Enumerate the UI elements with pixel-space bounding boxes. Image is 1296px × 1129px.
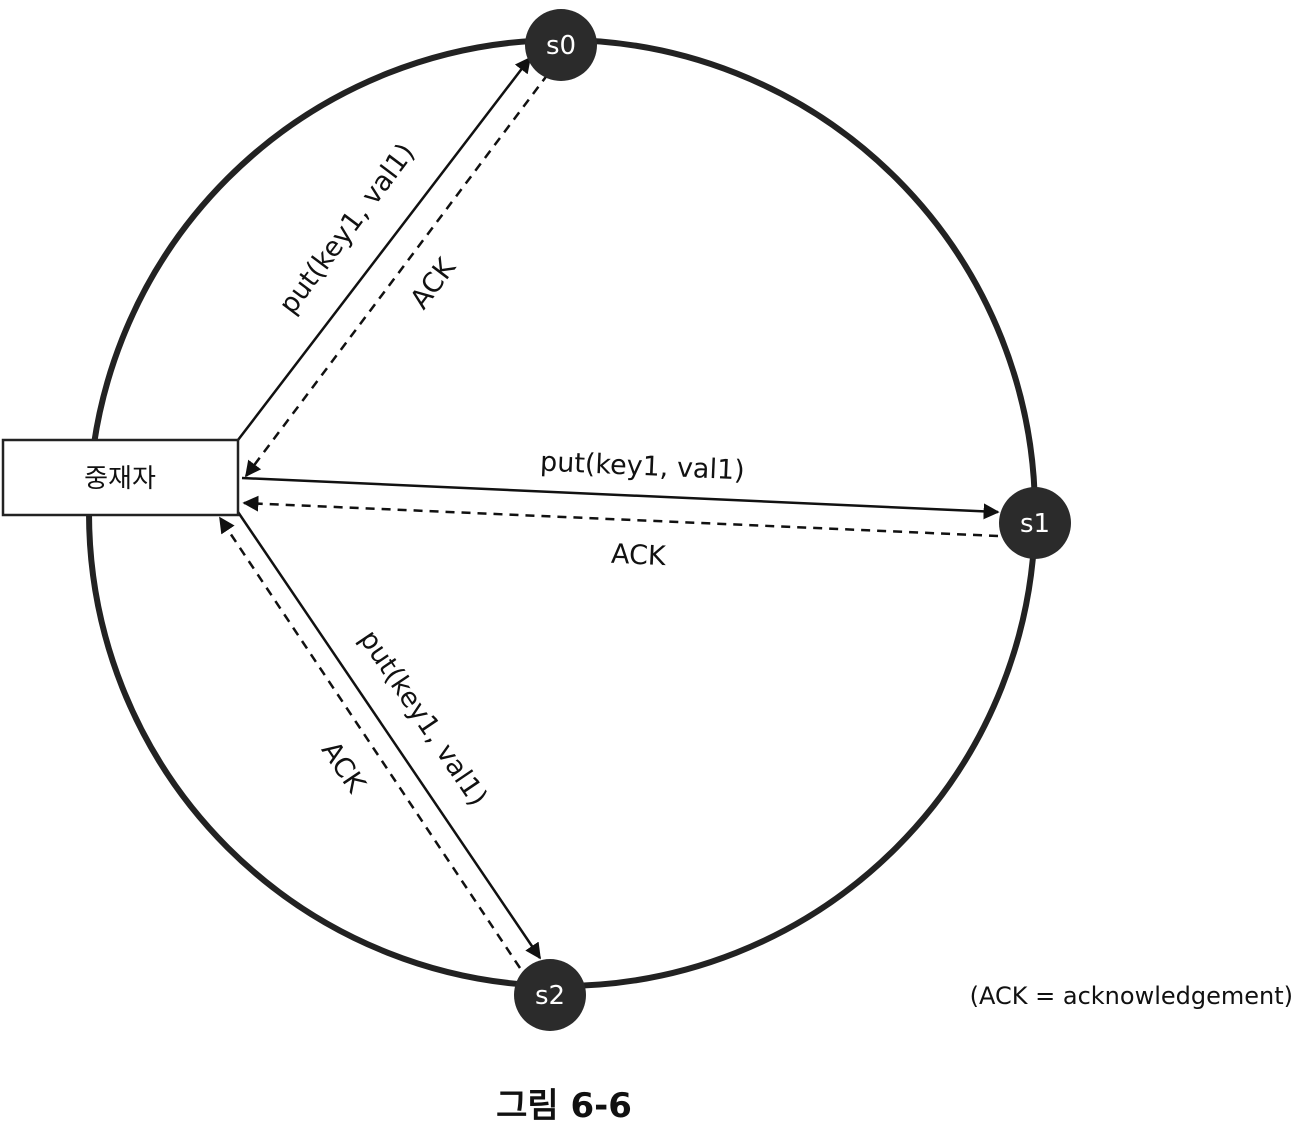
arrow-ack-from-s0 (245, 73, 549, 478)
node-s2-label: s2 (535, 981, 565, 1011)
node-s1: s1 (999, 487, 1071, 559)
node-s1-circle (999, 487, 1071, 559)
coordinator-label: 중재자 (84, 464, 156, 494)
node-s0: s0 (525, 9, 597, 81)
node-s2: s2 (514, 959, 586, 1031)
figure-caption: 그림 6-6 (496, 1086, 632, 1126)
node-s2-circle (514, 959, 586, 1031)
arrow-ack-from-s2 (218, 516, 522, 969)
arrow-put-to-s1 (241, 476, 1000, 520)
arrow-ack-from-s1 (242, 495, 999, 538)
node-s0-circle (525, 9, 597, 81)
coordinator-box (1, 438, 240, 517)
label-put-s1: put(key1, val1) (539, 447, 745, 487)
node-s0-label: s0 (546, 31, 576, 61)
node-s1-label: s1 (1020, 509, 1050, 539)
arrow-put-to-s2 (236, 511, 542, 960)
label-ack-s2: ACK (315, 736, 372, 800)
arrow-put-to-s0 (237, 56, 531, 441)
ack-note: (ACK = acknowledgement) (970, 982, 1293, 1010)
label-ack-s0: ACK (404, 252, 462, 315)
label-ack-s1: ACK (610, 539, 667, 572)
